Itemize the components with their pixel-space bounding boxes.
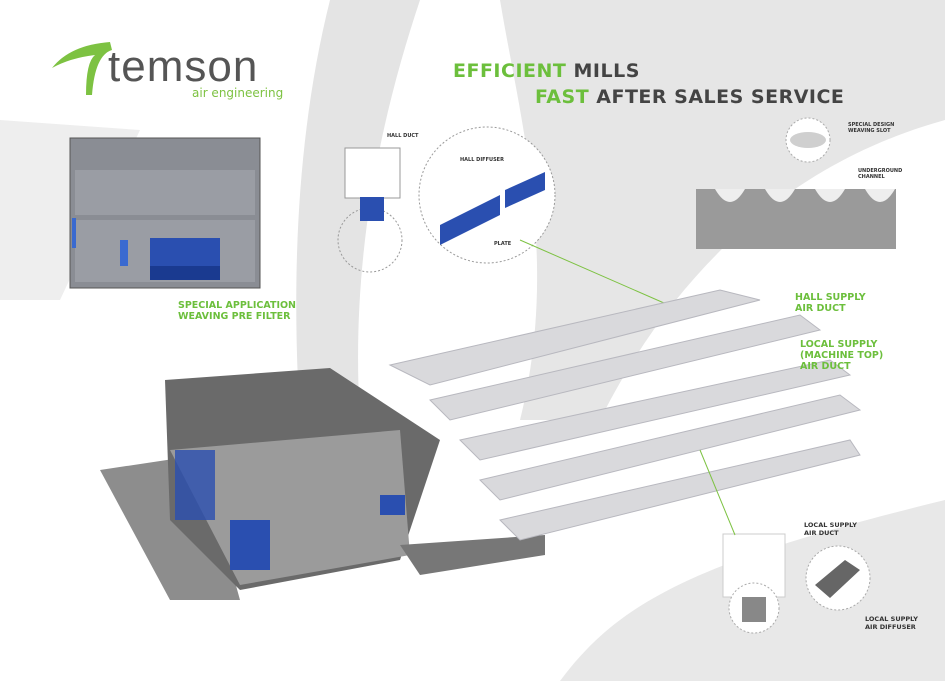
temson-logo-mark [52,42,112,95]
headline-accent: EFFICIENT [453,60,567,82]
label-plate: PLATE [494,241,512,247]
prefilter-room-image [69,137,261,289]
label-hall-diffuser: HALL DIFFUSER [460,157,504,163]
local-supply-detail [699,449,871,634]
label-local-supply-top: LOCAL SUPPLY(MACHINE TOP)AIR DUCT [800,339,884,372]
logo-tagline: air engineering [192,86,284,100]
hall-duct-detail [337,126,681,311]
headline-accent: FAST [535,86,590,108]
air-ducts-3d [388,289,862,541]
underground-channel-image [696,117,896,249]
headline-text: MILLS [573,60,640,82]
logo-wordmark: temson [108,42,259,91]
headline-line-2: FAST AFTER SALES SERVICE [535,86,844,108]
headline-line-1: EFFICIENT MILLS [453,60,640,82]
headline-text: AFTER SALES SERVICE [596,86,845,108]
label-hall-duct: HALL DUCT [387,133,419,139]
mill-building-3d [100,368,545,600]
